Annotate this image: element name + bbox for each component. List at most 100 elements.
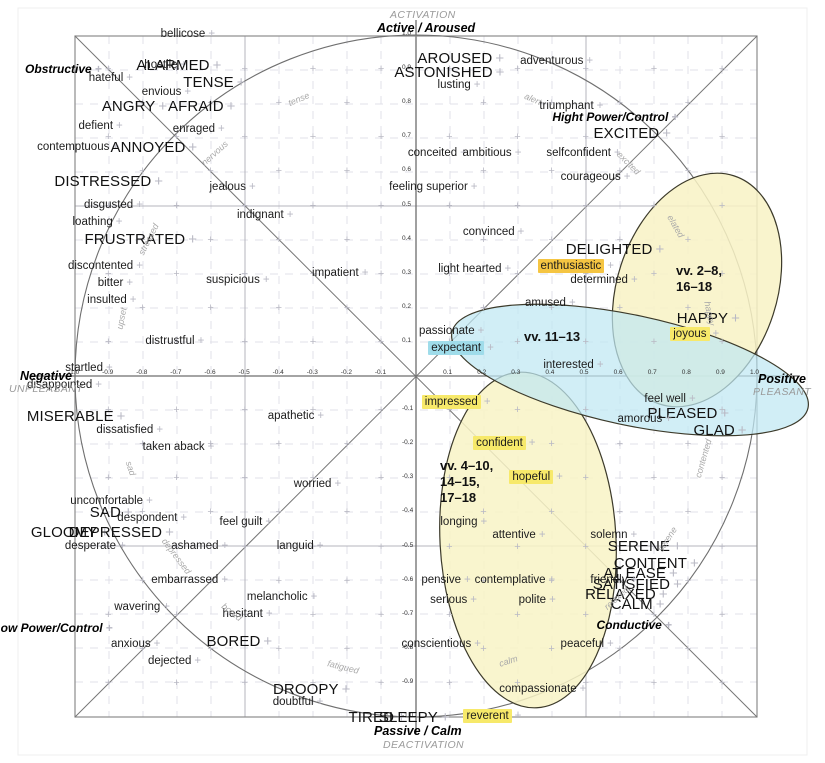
grid-plus-marker: +: [139, 574, 146, 587]
emotion-label-text: MISERABLE: [26, 408, 114, 426]
point-plus-marker: +: [658, 585, 668, 603]
point-plus-marker: +: [265, 607, 273, 620]
point-plus-marker: +: [236, 74, 246, 92]
grid-plus-marker: +: [207, 165, 214, 178]
axis-title-deactivation: DEACTIVATION: [383, 739, 465, 751]
point-plus-marker: +: [221, 573, 229, 586]
emotion-label: Hight Power/Control+: [552, 111, 678, 123]
emotion-label-text: friendly: [590, 573, 628, 586]
point-plus-marker: +: [123, 503, 133, 521]
point-plus-marker: +: [208, 28, 216, 40]
emotion-label-text: indignant: [237, 208, 284, 221]
emotion-label: CALM+: [611, 597, 665, 612]
point-plus-marker: +: [180, 58, 188, 71]
grid-plus-marker: +: [514, 63, 521, 76]
grid-plus-marker: +: [616, 97, 624, 110]
grid-plus-marker: +: [718, 335, 726, 348]
emotion-label: determined+: [570, 273, 637, 287]
emotion-label: jealous+: [210, 182, 256, 194]
emotion-label-text: bellicose: [160, 28, 206, 40]
y-tick-label: 1.0: [402, 30, 412, 37]
emotion-label: ALARMED+: [136, 58, 221, 73]
grid-plus-marker: +: [275, 233, 283, 246]
emotion-label: impressed+: [421, 395, 491, 410]
point-plus-marker: +: [474, 638, 481, 651]
y-tick-label: -0.1: [402, 405, 414, 413]
emotion-label-text: light hearted: [438, 263, 502, 276]
emotion-label-text: longing: [440, 515, 478, 528]
x-tick-label: 0.7: [647, 369, 657, 376]
emotion-label-text: doubtful: [272, 696, 314, 709]
grid-plus-marker: +: [207, 301, 214, 314]
grid-plus-marker: +: [343, 233, 351, 246]
emotion-label: Conductive+: [597, 619, 672, 631]
grid-plus-marker: +: [173, 608, 180, 621]
emotion-label: feel well+: [644, 392, 695, 406]
grid-plus-marker: +: [548, 574, 555, 587]
emotion-label-text: determined: [570, 273, 628, 286]
point-plus-marker: +: [568, 297, 576, 310]
grid-plus-marker: +: [241, 404, 248, 417]
grid-plus-marker: +: [377, 267, 385, 280]
emotion-label-text: reverent: [463, 709, 512, 723]
emotion-label: loathing+: [73, 216, 123, 229]
emotion-label-text: amorous: [617, 413, 663, 426]
ellipse-cyan: [451, 303, 809, 437]
grid-plus-marker: +: [582, 676, 589, 689]
y-tick-label: -1.0: [402, 712, 414, 719]
emotion-label: convinced+: [463, 226, 525, 239]
y-tick-label: -0.7: [402, 609, 414, 617]
emotion-label: Low Power/Control+: [0, 622, 113, 634]
point-plus-marker: +: [197, 334, 205, 347]
emotion-label: CONTENT+: [614, 556, 699, 571]
grid-plus-marker: +: [207, 438, 214, 451]
grid-plus-marker: +: [446, 472, 453, 485]
point-plus-marker: +: [316, 696, 324, 709]
emotion-label: lusting+: [438, 79, 481, 92]
emotion-label-text: DEPRESSED: [68, 524, 163, 542]
grid-plus-marker: +: [548, 233, 555, 246]
grid-plus-marker: +: [207, 233, 214, 246]
grid-plus-marker: +: [446, 63, 453, 76]
emotion-label: dejected+: [148, 656, 201, 668]
grid-plus-marker: +: [105, 676, 112, 689]
point-plus-marker: +: [665, 413, 672, 426]
emotion-label: contemplative+: [475, 574, 556, 587]
grid-plus-marker: +: [105, 267, 112, 280]
emotion-label-text: ASTONISHED: [394, 64, 493, 81]
grid-plus-marker: +: [377, 472, 385, 485]
emotion-label-text: TIRED: [348, 708, 395, 726]
emotion-label: hesitant+: [223, 607, 273, 621]
emotion-label: apathetic+: [268, 410, 324, 423]
emotion-label-text: DROOPY: [272, 681, 339, 699]
grid-plus-marker: +: [514, 608, 521, 621]
point-plus-marker: +: [129, 293, 137, 306]
point-plus-marker: +: [504, 263, 512, 276]
emotion-label-text: ANGRY: [101, 98, 156, 116]
grid-plus-marker: +: [173, 267, 180, 280]
x-tick-label: -0.3: [306, 369, 318, 376]
grid-plus-marker: +: [650, 676, 658, 689]
emotion-label-text: GLOOMY: [30, 524, 98, 542]
emotion-label: taken aback+: [143, 441, 215, 454]
point-plus-marker: +: [669, 565, 678, 583]
emotion-label-text: disgusted: [83, 198, 134, 211]
emotion-label-text: defient: [78, 120, 114, 133]
point-plus-marker: +: [334, 478, 342, 491]
emotion-label: RELAXED+: [585, 587, 668, 602]
grid-plus-marker: +: [548, 97, 555, 110]
emotion-label-text: ALARMED: [136, 57, 210, 75]
grid-plus-marker: +: [718, 404, 726, 417]
grid-plus-marker: +: [650, 472, 658, 485]
point-plus-marker: +: [470, 181, 478, 194]
grid-plus-marker: +: [377, 676, 385, 689]
axis-title-active-aroused: Active / Aroused: [377, 21, 476, 35]
emotion-label-text: conceited: [407, 147, 458, 160]
group-annotation-cyan: vv. 11–13: [524, 329, 581, 344]
emotion-label-text: feel well: [644, 392, 686, 405]
emotion-label: serious+: [430, 594, 477, 607]
emotion-label-text: HAPPY: [676, 309, 729, 327]
emotion-label: compassionate+: [499, 683, 586, 696]
grid-plus-marker: +: [309, 131, 317, 144]
grid-plus-marker: +: [241, 199, 248, 212]
